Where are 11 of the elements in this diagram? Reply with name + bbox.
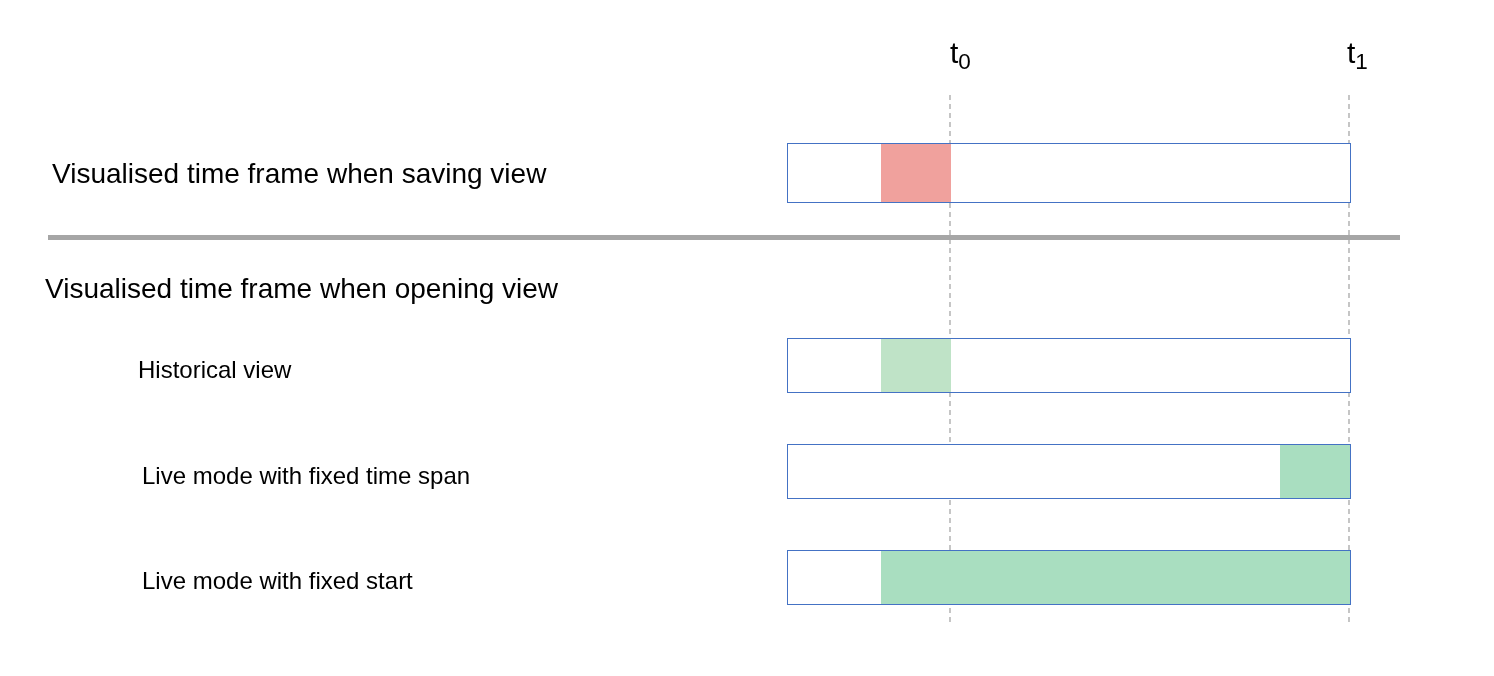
row-label: Visualised time frame when saving view — [52, 160, 547, 188]
row-label: Historical view — [138, 358, 292, 382]
time-marker-label: t$_{1}$ — [1347, 38, 1368, 68]
time-frame-bar — [787, 550, 1351, 605]
time-frame-bar — [787, 338, 1351, 393]
row-label: Live mode with fixed start — [142, 569, 413, 593]
time-frame-bar — [787, 143, 1351, 203]
row-label: Live mode with fixed time span — [142, 464, 471, 488]
section-heading: Visualised time frame when opening view — [45, 275, 559, 303]
time-frame-bar — [787, 444, 1351, 499]
time-marker-label: t$_{0}$ — [950, 38, 971, 68]
